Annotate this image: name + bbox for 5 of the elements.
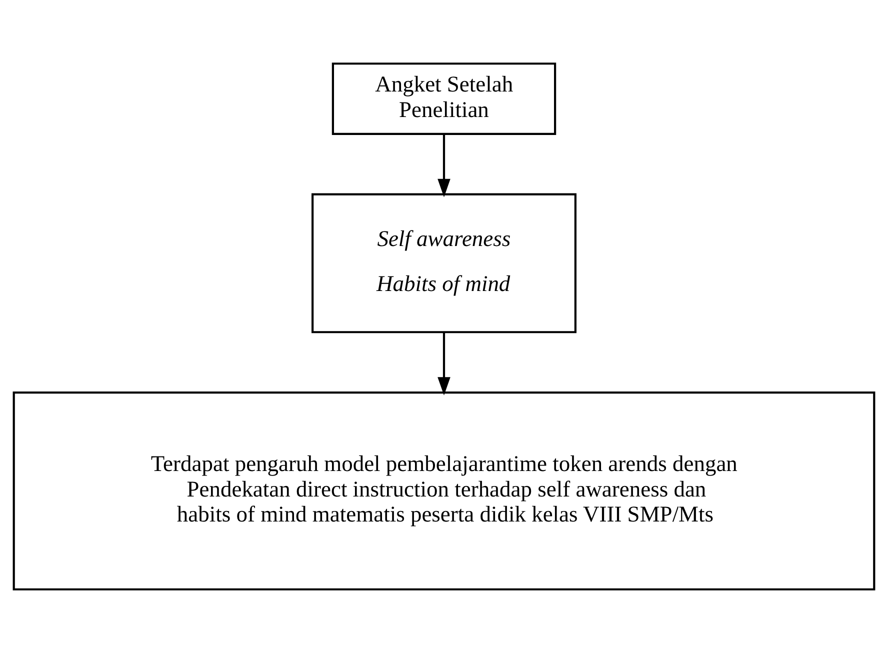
arrow xyxy=(438,332,450,395)
node-box: Self awareness Habits of mind xyxy=(312,192,576,333)
arrow xyxy=(438,134,450,197)
node-box: Angket Setelah Penelitian xyxy=(332,62,556,134)
node-box: Terdapat pengaruh model pembelajarantime token arends dengan Pendekatan direct instruction terhadap self awareness dan habits of mind matematis peserta didik kelas VIII SMP/Mts xyxy=(12,391,876,590)
